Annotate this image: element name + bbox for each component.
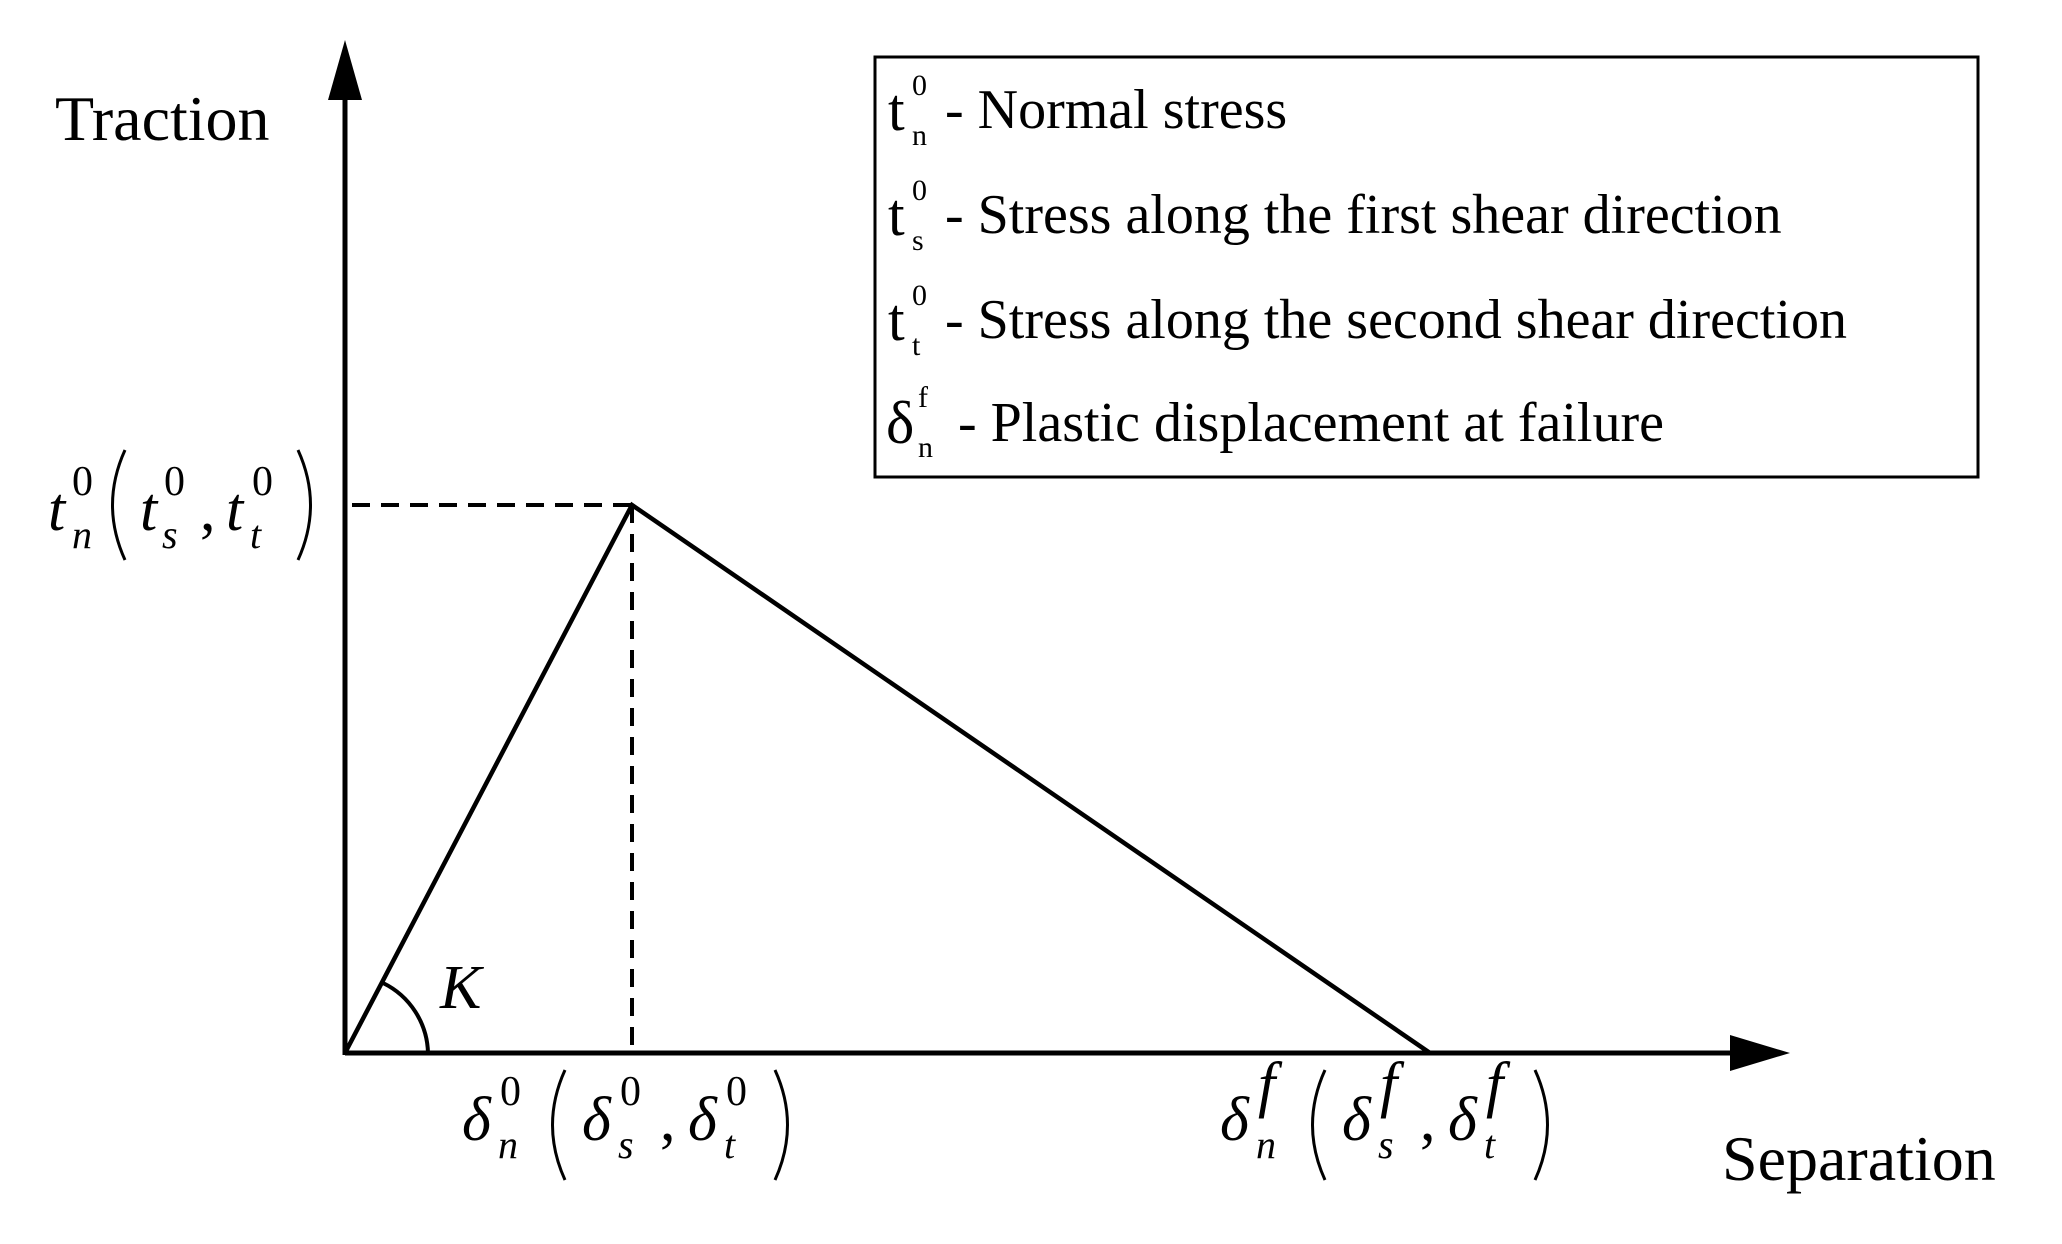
svg-text:δ: δ: [1342, 1086, 1372, 1154]
failure-separation-label: δ n f δ s f , δ t f: [1220, 1051, 1549, 1181]
svg-text:0: 0: [912, 279, 927, 312]
right-paren: [773, 1069, 789, 1181]
svg-text:0: 0: [726, 1069, 747, 1115]
svg-text:- Stress along the first shear: - Stress along the first shear direction: [945, 184, 1782, 246]
svg-text:t: t: [48, 476, 67, 544]
svg-text:0: 0: [500, 1069, 521, 1115]
svg-text:f: f: [1258, 1051, 1283, 1119]
svg-text:n: n: [1256, 1122, 1276, 1167]
svg-text:δ: δ: [688, 1086, 718, 1154]
svg-text:f: f: [918, 381, 928, 414]
svg-text:t: t: [724, 1122, 736, 1167]
svg-text:δ: δ: [462, 1086, 492, 1154]
svg-text:0: 0: [912, 69, 927, 102]
svg-text:t: t: [912, 329, 921, 362]
legend-box: [873, 55, 1980, 479]
left-paren: [1311, 1069, 1327, 1181]
svg-text:t: t: [250, 512, 262, 557]
svg-text:- Normal stress: - Normal stress: [945, 79, 1287, 141]
legend-item: t 0 s - Stress along the first shear dir…: [888, 174, 1782, 257]
svg-text:s: s: [162, 512, 178, 557]
svg-text:f: f: [1486, 1051, 1511, 1119]
svg-text:t: t: [1484, 1122, 1496, 1167]
svg-text:,: ,: [660, 1086, 676, 1154]
y-axis-arrowhead: [328, 40, 362, 100]
initial-separation-label: δ n 0 δ s 0 , δ t 0: [462, 1069, 789, 1181]
svg-text:,: ,: [200, 476, 216, 544]
svg-text:s: s: [1378, 1122, 1394, 1167]
svg-text:0: 0: [72, 459, 93, 505]
x-axis-title: Separation: [1722, 1123, 1996, 1194]
svg-text:0: 0: [912, 174, 927, 207]
right-paren: [296, 449, 312, 561]
svg-text:δ: δ: [1448, 1086, 1478, 1154]
svg-text:δ: δ: [582, 1086, 612, 1154]
svg-text:n: n: [912, 119, 927, 152]
y-axis-title: Traction: [55, 83, 270, 154]
svg-text:f: f: [1380, 1051, 1405, 1119]
svg-text:δ: δ: [1220, 1086, 1250, 1154]
legend-item: δ f n - Plastic displacement at failure: [886, 381, 1664, 464]
left-paren: [111, 449, 127, 561]
stiffness-angle-arc: [382, 981, 430, 1054]
svg-text:0: 0: [252, 459, 273, 505]
legend-item: t 0 t - Stress along the second shear di…: [888, 279, 1847, 362]
svg-text:- Plastic displacement at fail: - Plastic displacement at failure: [958, 392, 1664, 454]
svg-text:0: 0: [164, 459, 185, 505]
svg-text:t: t: [140, 476, 159, 544]
svg-text:n: n: [72, 512, 92, 557]
traction-separation-curve: [343, 501, 1432, 1055]
svg-text:- Stress along the second shea: - Stress along the second shear directio…: [945, 289, 1847, 351]
svg-text:t: t: [226, 476, 245, 544]
svg-text:s: s: [912, 224, 924, 257]
svg-text:s: s: [618, 1122, 634, 1167]
stiffness-label: K: [439, 954, 485, 1022]
svg-text:n: n: [918, 431, 933, 464]
left-paren: [551, 1069, 567, 1181]
legend: t 0 n - Normal stress t 0 s - Stress alo…: [873, 55, 1980, 479]
svg-text:0: 0: [620, 1069, 641, 1115]
svg-text:t: t: [888, 287, 905, 353]
svg-text:,: ,: [1420, 1086, 1436, 1154]
svg-text:n: n: [498, 1122, 518, 1167]
svg-text:t: t: [888, 77, 905, 143]
peak-traction-label: t n 0 t s 0 , t t 0: [48, 449, 312, 561]
x-axis-arrowhead: [1730, 1035, 1790, 1071]
svg-text:δ: δ: [886, 390, 914, 456]
right-paren: [1533, 1069, 1549, 1181]
svg-text:t: t: [888, 182, 905, 248]
legend-item: t 0 n - Normal stress: [888, 69, 1287, 152]
